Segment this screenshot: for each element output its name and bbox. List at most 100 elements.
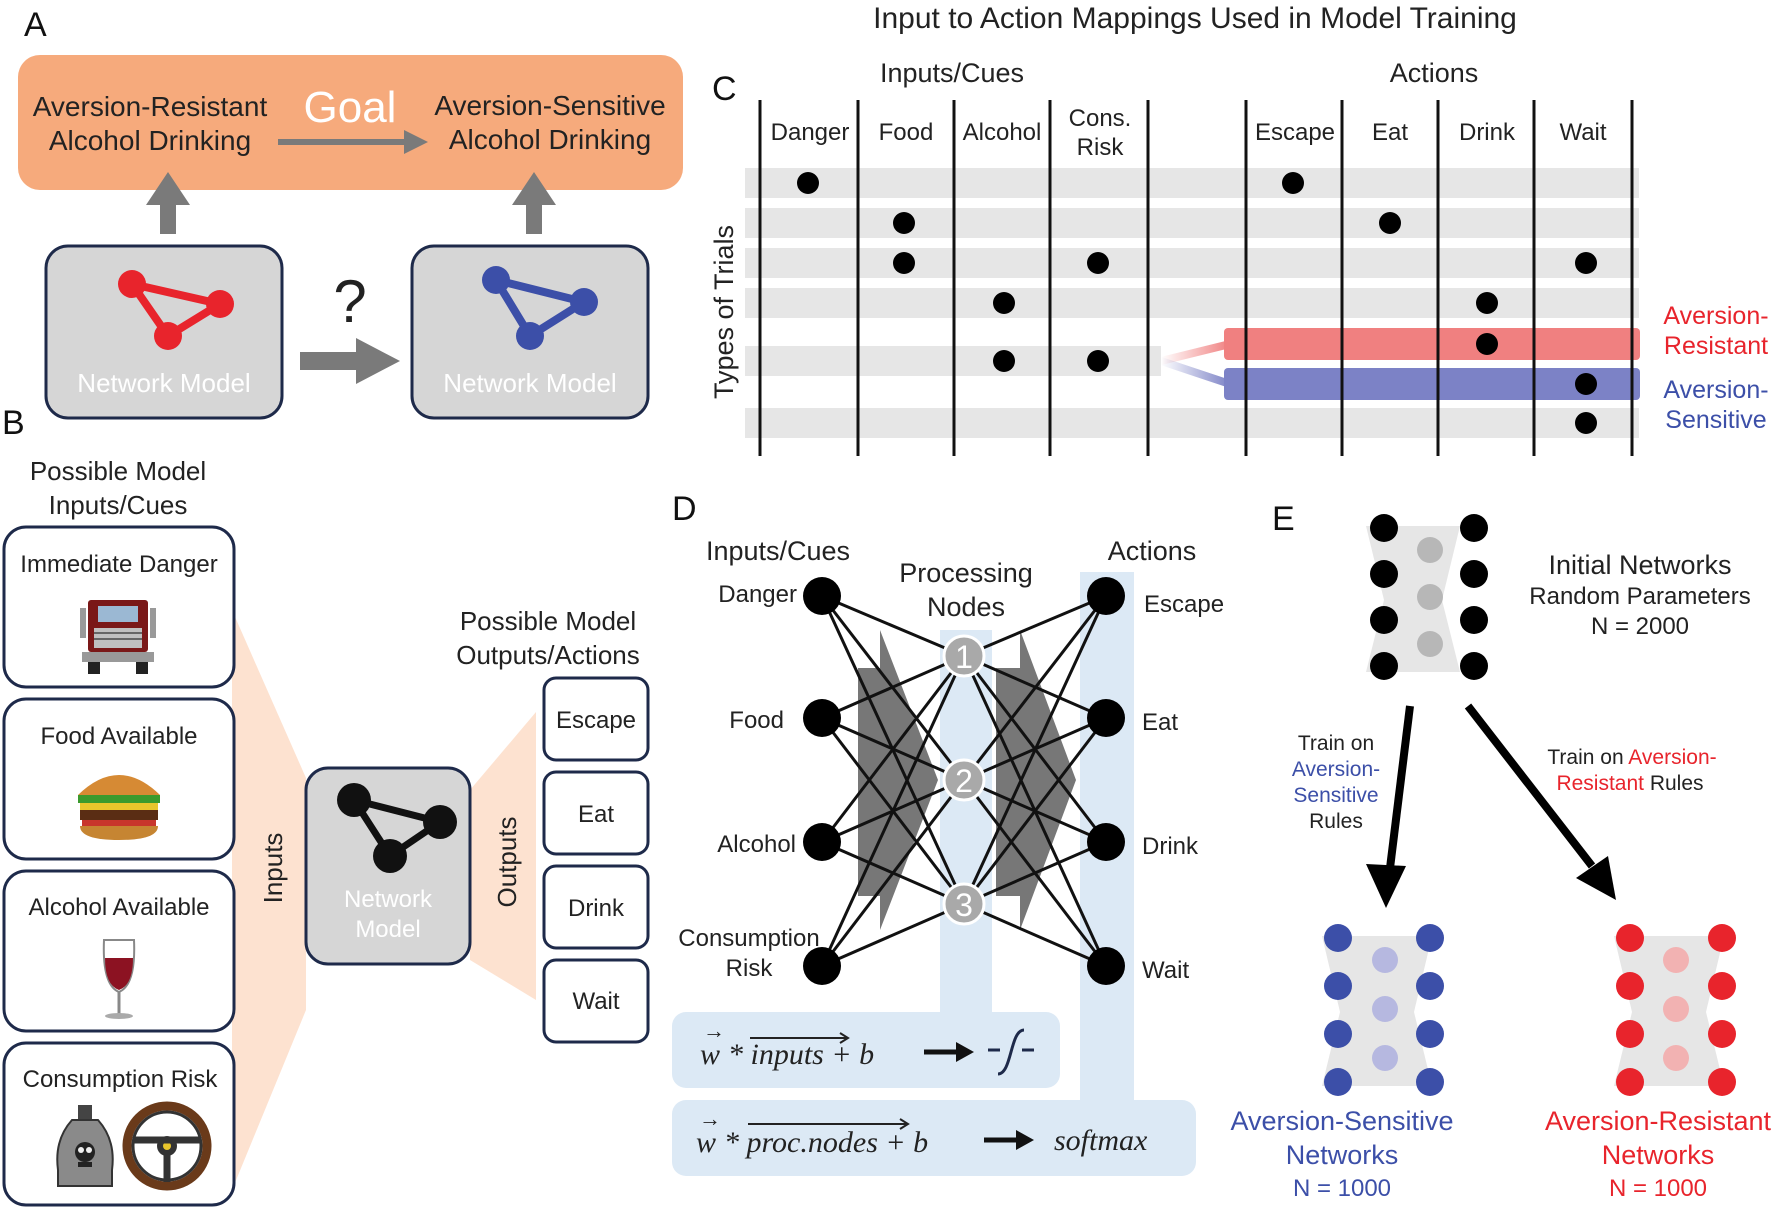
- d-input-label-risk-line2: Risk: [726, 955, 774, 982]
- sigmoid-icon: [988, 1028, 1034, 1076]
- funnel-inputs-label: Inputs: [258, 833, 288, 904]
- d-action-nodes: [1087, 577, 1125, 985]
- formula2-w-vec: →: [699, 1106, 721, 1131]
- panel-e: E Initial Networks Random Parameters N =…: [1230, 500, 1771, 1202]
- initial-line1: Initial Networks: [1548, 550, 1731, 580]
- train-left-line2: Aversion-: [1292, 758, 1380, 781]
- resistant-n: N = 1000: [1609, 1175, 1707, 1202]
- dot-t3-risk: [1087, 252, 1109, 274]
- formula2-rest: * proc.nodes + b: [724, 1126, 928, 1159]
- panel-a: A Aversion-Resistant Alcohol Drinking Go…: [18, 6, 683, 420]
- dot-t5-alcohol: [993, 350, 1015, 372]
- goal-from-line2: Alcohol Drinking: [49, 125, 251, 156]
- c-ylabel: Types of Trials: [709, 225, 739, 399]
- right-arrow: [300, 338, 400, 384]
- sensitive-line2: Networks: [1286, 1140, 1399, 1170]
- d-input-node-risk: [803, 947, 841, 985]
- d-action-label-escape: Escape: [1144, 591, 1224, 618]
- train-arrow-left: [1386, 705, 1414, 869]
- formula2-w: w: [696, 1126, 716, 1159]
- train-right-line2: Resistant Rules: [1556, 772, 1703, 795]
- input-card-label-risk: Consumption Risk: [23, 1066, 219, 1093]
- c-col-danger: Danger: [771, 119, 850, 146]
- formula1-rest: * inputs + b: [728, 1038, 874, 1071]
- output-card-eat: [542, 770, 650, 856]
- train-right-colored1: Aversion-: [1628, 746, 1716, 769]
- input-card-label-danger: Immediate Danger: [20, 551, 217, 578]
- up-arrow-right: [512, 172, 556, 234]
- softmax-label: softmax: [1054, 1124, 1148, 1157]
- inputs-title-line1: Possible Model: [30, 456, 206, 486]
- panel-letter-e: E: [1272, 500, 1295, 538]
- branch-resistant-bar: [1224, 328, 1640, 360]
- d-input-label-danger: Danger: [718, 581, 797, 608]
- edge-proc-0-out-1: [963, 654, 1107, 720]
- input-card-label-food: Food Available: [40, 723, 197, 750]
- edge-in-3-proc-1: [820, 779, 966, 967]
- dot-t4-drink: [1476, 292, 1498, 314]
- goal-to-line1: Aversion-Sensitive: [434, 90, 665, 121]
- goal-label: Goal: [304, 83, 397, 132]
- c-col-escape: Escape: [1255, 119, 1335, 146]
- branch-resistant-line1: Aversion-: [1663, 302, 1768, 330]
- output-card-escape: [542, 676, 650, 762]
- panel-c: C Inputs/Cues Actions Types of Trials: [709, 58, 1769, 456]
- goal-arrow-head: [404, 130, 428, 154]
- initial-network-icon: [1366, 514, 1488, 680]
- train-left-line3: Sensitive: [1293, 784, 1378, 807]
- wine-glass-icon: [102, 939, 136, 1019]
- output-card-drink: [542, 864, 650, 950]
- d-input-label-risk-line1: Consumption: [678, 925, 819, 952]
- edge-in-2-proc-0: [820, 655, 966, 843]
- train-right-prefix: Train on: [1547, 746, 1628, 769]
- outputs-title-line1: Possible Model: [460, 606, 636, 636]
- train-arrow-right: [1464, 703, 1596, 869]
- dot-t5-risk: [1087, 350, 1109, 372]
- network-blue-icon: [482, 266, 598, 350]
- edge-proc-0-out-0: [963, 594, 1107, 658]
- formula2-arrow-head: [1016, 1130, 1034, 1150]
- formula1-arrow-head: [956, 1042, 974, 1062]
- model-label-red: Network Model: [77, 368, 250, 398]
- question-mark: ?: [333, 268, 366, 335]
- c-inputs-header: Inputs/Cues: [880, 58, 1024, 88]
- panel-letter-b: B: [2, 404, 25, 442]
- burger-icon: [78, 775, 160, 840]
- layer2-arrow: [996, 630, 1076, 930]
- goal-box: [18, 55, 683, 190]
- input-card-label-alcohol: Alcohol Available: [28, 894, 209, 921]
- branch-resistant-line2: Resistant: [1664, 332, 1768, 360]
- d-input-node-food: [803, 699, 841, 737]
- d-proc-header-line2: Nodes: [927, 592, 1005, 622]
- dot-t5-wait: [1575, 373, 1597, 395]
- d-action-label-wait: Wait: [1142, 957, 1189, 984]
- panel-b: B Possible Model Inputs/Cues Inputs Outp…: [2, 404, 650, 1207]
- formula1-w-vec: →: [703, 1018, 725, 1043]
- d-input-node-danger: [803, 577, 841, 615]
- formula2: w → * proc.nodes + b softmax: [696, 1106, 1148, 1159]
- grid-lines: [758, 100, 1634, 456]
- edge-in-3-proc-2: [821, 902, 965, 968]
- panel-d: D 1 2 3: [672, 490, 1224, 1176]
- up-arrow-left: [146, 172, 190, 234]
- train-arrow-left-head: [1366, 864, 1406, 908]
- sensitive-n: N = 1000: [1293, 1175, 1391, 1202]
- model-label-blue: Network Model: [443, 368, 616, 398]
- dot-t6-wait: [1575, 412, 1597, 434]
- output-card-label-wait: Wait: [572, 988, 619, 1015]
- input-card-alcohol: [2, 869, 236, 1033]
- d-inputs-header: Inputs/Cues: [706, 536, 850, 566]
- output-card-label-escape: Escape: [556, 707, 636, 734]
- sensitive-network-icon: [1322, 924, 1444, 1096]
- center-model-label-line2: Model: [355, 916, 420, 943]
- trial-dots: [797, 172, 1597, 434]
- panel-letter-c: C: [712, 70, 737, 108]
- train-right-suffix: Rules: [1644, 772, 1704, 795]
- output-card-label-eat: Eat: [578, 801, 614, 828]
- dot-t3-wait: [1575, 252, 1597, 274]
- c-col-alcohol: Alcohol: [963, 119, 1042, 146]
- edge-in-1-proc-0: [821, 654, 965, 720]
- d-action-node-eat: [1087, 699, 1125, 737]
- edge-proc-0-out-2: [962, 655, 1108, 843]
